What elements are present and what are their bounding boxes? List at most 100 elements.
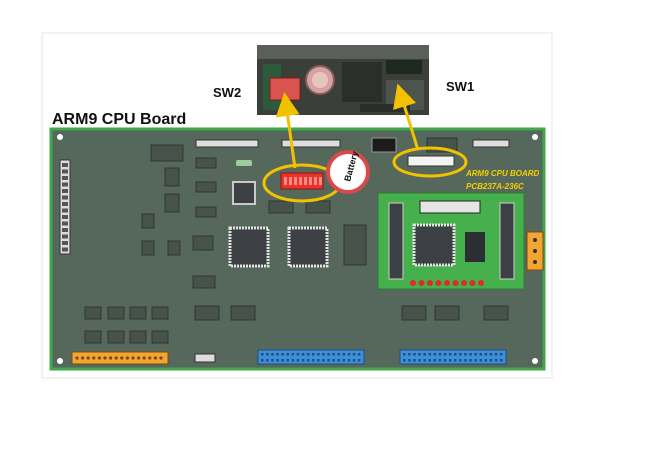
orange-header-pin [103,356,107,360]
blue-header-pin [301,359,305,362]
blue-header-pin [322,353,325,356]
expansion-led [452,280,459,286]
blue-header-pin [403,359,406,362]
left-pin-header [59,159,71,255]
blue-header-pin [271,359,274,362]
expansion-led [469,280,476,286]
left-pin [62,221,68,226]
orange-header-pin [153,356,157,360]
expansion-left-chip [388,202,404,280]
blue-header-pin [464,359,467,362]
orange-header-pin [142,356,146,360]
bottom-orange-header [71,351,169,365]
battery [326,150,370,194]
sw2-lever [289,177,292,185]
orange-header-pin [148,356,152,360]
left-pin [62,241,68,245]
orange-header-pin [159,356,163,360]
sw2-lever [294,177,297,185]
expansion-right-chip [499,202,515,280]
cpu-chip-2 [287,226,329,268]
blue-header-pin [408,359,411,362]
expansion-led [435,280,442,286]
silkscreen-line-2: PCB237A-236C [466,182,524,191]
blue-header-pin [281,359,284,362]
expansion-memory [465,232,485,262]
blue-header-pin [474,353,477,356]
blue-header-pin [342,353,346,356]
blue-header-pin [448,353,452,356]
blue-header-pin [281,353,284,356]
orange-header-pin [131,356,135,360]
blue-header-pin [266,359,269,362]
photo-chip-area [342,62,382,102]
silkscreen-line-1: ARM9 CPU BOARD [465,169,540,178]
blue-header-pin [286,359,289,362]
blue-header-pin [266,353,269,356]
sw1-arrow [393,83,420,151]
blue-header-pin [296,359,300,362]
sw1-highlight-ring [392,146,468,178]
blue-header-pin [332,359,335,362]
orange-header-pin [75,356,79,360]
orange-header-pin [81,356,85,360]
blue-header-pin [271,353,274,356]
blue-header-pin [408,353,411,356]
sw1-header [407,155,455,167]
blue-header-pin [357,359,361,362]
bottom-blue-header-pins [261,353,503,362]
blue-header-pin [438,353,442,356]
orange-header-pin [97,356,101,360]
expansion-led-row [410,280,484,286]
page-title: ARM9 CPU Board [52,111,186,128]
blue-header-pin [306,353,310,356]
left-pin [62,195,68,200]
blue-header-pin [291,353,295,356]
blue-header-pin [317,359,320,362]
blue-header-pin [464,353,467,356]
blue-header-pin [418,359,421,362]
blue-header-pin [433,359,437,362]
blue-header-pin [296,353,300,356]
blue-header-pin [312,353,315,356]
blue-header-pin [357,353,361,356]
blue-header-pin [332,353,335,356]
sw2-lever [309,177,312,185]
blue-header-pin [352,353,356,356]
blue-header-pin [418,353,421,356]
blue-header-pin [322,359,325,362]
sw2-arrow [275,92,300,169]
blue-header-pin [484,353,488,356]
expansion-led [461,280,467,286]
orange-header-pin [137,356,141,360]
blue-header-pin [261,359,264,362]
sw2-lever [284,177,287,185]
blue-header-pin [286,353,289,356]
expansion-top-header [419,200,481,214]
blue-header-pin [423,359,426,362]
blue-header-pin [327,359,330,362]
top-header-3 [472,139,510,148]
left-pin [62,202,68,206]
blue-header-pin [438,359,442,362]
orange-header-pin [114,356,118,360]
cpu-chip-1 [228,226,270,268]
photo-sw2-dip-switch [269,77,301,101]
blue-header-pin [479,353,482,356]
expansion-led [444,280,450,286]
left-pin-header-body [59,159,71,255]
blue-header-pin [306,359,310,362]
blue-header-pin [352,359,356,362]
sw2-lever [314,177,317,185]
indicator-led [236,160,252,166]
left-pin [62,228,68,232]
blue-header-pin [448,359,452,362]
blue-header-pin [423,353,426,356]
blue-header-pin [479,359,482,362]
blue-header-pin [347,359,351,362]
right-connector-pins [533,238,537,264]
small-qfp-chip [232,181,256,205]
left-pin [62,215,68,219]
photo-top-edge [257,45,429,59]
